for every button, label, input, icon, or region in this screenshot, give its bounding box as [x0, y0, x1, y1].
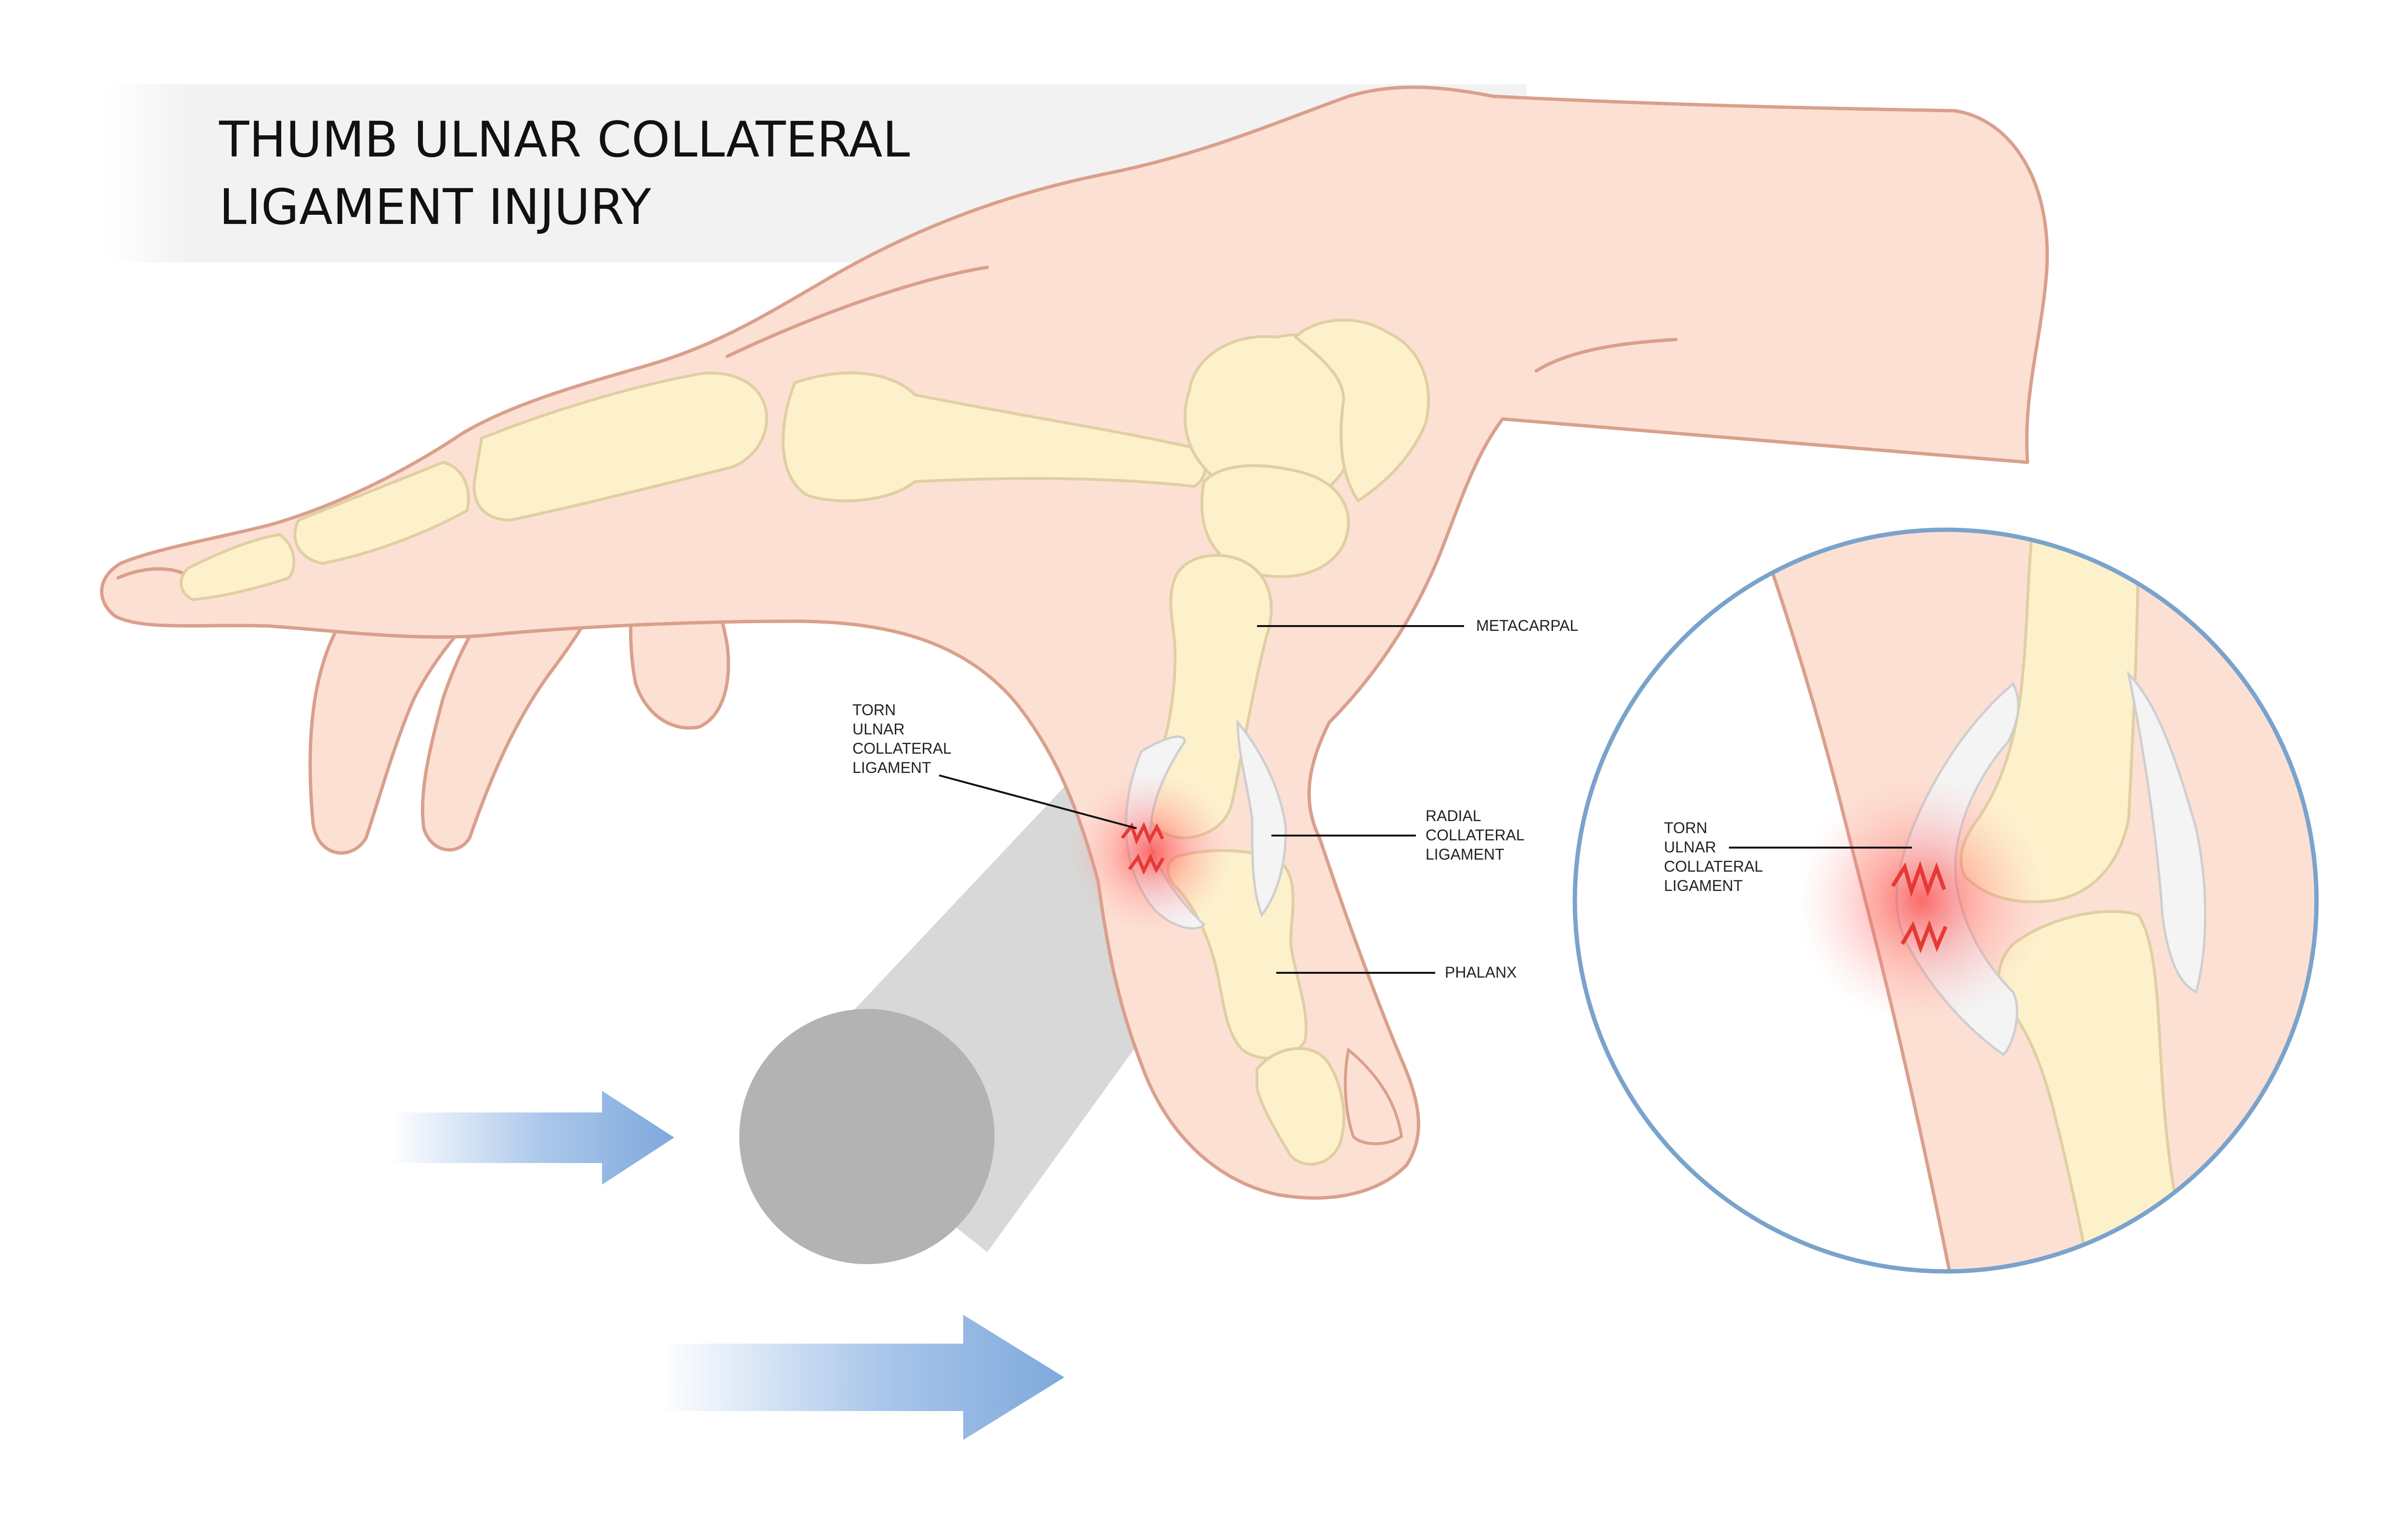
- finger-ring: [420, 562, 604, 852]
- svg-text:LIGAMENT: LIGAMENT: [1426, 846, 1505, 863]
- tear-mark-lower: [1128, 853, 1165, 875]
- label-radial-collateral-ligament: RADIAL COLLATERAL LIGAMENT: [1426, 807, 1525, 863]
- bone-carpal-2: [1294, 318, 1430, 502]
- svg-text:LIGAMENT: LIGAMENT: [1664, 877, 1743, 894]
- bone-thumb-distal: [1256, 1047, 1346, 1166]
- svg-text:TORN: TORN: [1664, 819, 1707, 837]
- arrow-right-icon: [390, 1091, 674, 1185]
- hand-body: [100, 85, 2049, 1200]
- svg-text:COLLATERAL: COLLATERAL: [852, 740, 952, 757]
- radial-collateral-ligament: [1236, 719, 1287, 918]
- svg-text:LIGAMENT: LIGAMENT: [852, 759, 931, 776]
- hand-illustration: [100, 85, 2049, 1200]
- svg-text:COLLATERAL: COLLATERAL: [1426, 826, 1525, 844]
- bone-proximal-index: [472, 371, 768, 522]
- hand-bones: [180, 318, 1430, 1166]
- svg-text:TORN: TORN: [852, 701, 896, 719]
- zoom-tear-lower: [1900, 920, 1948, 954]
- zoom-radial-ligament: [2126, 670, 2207, 994]
- bone-distal-index: [180, 533, 296, 601]
- svg-text:ULNAR: ULNAR: [1664, 838, 1716, 856]
- zoom-tear-upper: [1891, 861, 1946, 898]
- bone-metacarpal-index: [782, 371, 1207, 502]
- labels: METACARPAL RADIAL COLLATERAL LIGAMENT PH…: [852, 617, 1578, 981]
- label-metacarpal: METACARPAL: [1476, 617, 1578, 634]
- zoom-label-torn-ulnar-collateral-ligament: TORN ULNAR COLLATERAL LIGAMENT: [1664, 819, 1763, 894]
- bone-middle-index: [293, 461, 470, 565]
- thumbnail-icon: [1344, 1047, 1403, 1145]
- arrow-right-icon: [660, 1315, 1064, 1440]
- injury-site: [1069, 771, 1233, 934]
- zoom-ring: [1572, 527, 2319, 1274]
- force-arrows: [390, 1091, 1064, 1440]
- title-line-1: THUMB ULNAR COLLATERAL: [219, 111, 910, 169]
- svg-text:COLLATERAL: COLLATERAL: [1664, 858, 1763, 875]
- svg-text:ULNAR: ULNAR: [852, 720, 904, 738]
- label-phalanx: PHALANX: [1445, 964, 1517, 981]
- tear-mark-upper: [1121, 822, 1165, 845]
- leader-lines: [939, 625, 1464, 974]
- title-line-2: LIGAMENT INJURY: [219, 179, 652, 236]
- label-torn-ulnar-collateral-ligament: TORN ULNAR COLLATERAL LIGAMENT: [852, 701, 952, 776]
- zoom-inset: TORN ULNAR COLLATERAL LIGAMENT: [1572, 527, 2319, 1274]
- svg-text:RADIAL: RADIAL: [1426, 807, 1481, 824]
